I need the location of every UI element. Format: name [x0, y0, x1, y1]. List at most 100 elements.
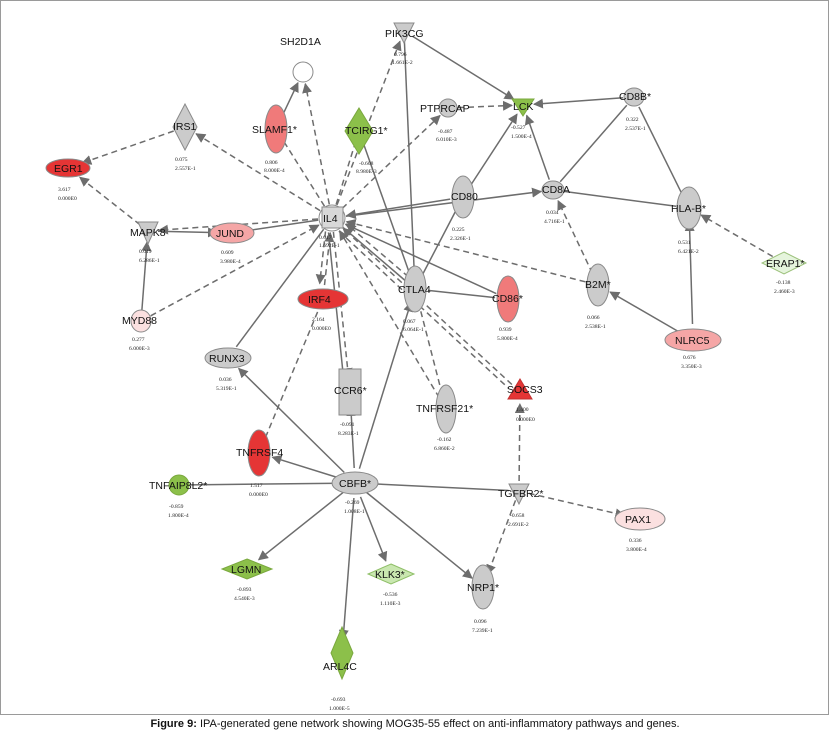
- node-ctla4-fold: 0.067: [403, 319, 416, 325]
- node-lck-fold: -0.527: [511, 125, 526, 131]
- node-tnfaip8l2-label: TNFAIP8L2*: [149, 480, 207, 492]
- node-erap1[interactable]: ERAP1* -0.138 2.460E-3: [760, 251, 808, 295]
- node-myd88-label: MYD88: [122, 315, 157, 327]
- node-tnfrsf21[interactable]: TNFRSF21* -0.162 6.860E-2: [416, 384, 473, 452]
- node-tnfrsf4[interactable]: TNFRSF4 1.517 0.000E0: [236, 429, 283, 498]
- node-tnfaip8l2[interactable]: TNFAIP8L2* -0.859 1.800E-4: [149, 474, 207, 519]
- node-ctla4[interactable]: CTLA4 0.067 6.064E-1: [398, 265, 431, 333]
- node-cbfb-pvalue: 1.008E-1: [344, 509, 365, 515]
- node-cd86-label: CD86*: [492, 293, 523, 305]
- node-socs3[interactable]: SOCS3 1.400 0.000E0: [507, 378, 543, 423]
- node-slamf1-fold: 0.806: [265, 160, 278, 166]
- node-jund-label: JUND: [216, 228, 244, 240]
- node-nlrc5-pvalue: 3.350E-3: [681, 364, 702, 370]
- node-cd86-pvalue: 5.800E-4: [497, 336, 518, 342]
- node-hla-b-label: HLA-B*: [671, 203, 706, 215]
- node-il4-pvalue: 1.692E-1: [319, 243, 340, 249]
- node-nlrc5[interactable]: NLRC5 0.676 3.350E-3: [664, 328, 722, 370]
- node-irf4-label: IRF4: [308, 294, 331, 306]
- node-mapk8[interactable]: MAPK8 0.019 6.286E-1: [130, 221, 166, 264]
- node-cd8a-pvalue: 4.716E-1: [544, 219, 565, 225]
- node-slamf1[interactable]: SLAMF1* 0.806 8.000E-4: [252, 104, 297, 174]
- node-egr1[interactable]: EGR1 3.617 0.000E0: [45, 158, 91, 202]
- node-pax1[interactable]: PAX1 0.336 3.800E-4: [614, 507, 666, 553]
- node-egr1-pvalue: 0.000E0: [58, 196, 77, 202]
- node-egr1-label: EGR1: [54, 163, 83, 175]
- node-tgfbr2[interactable]: TGFBR2* -0.658 2.691E-2: [498, 483, 544, 528]
- nodes-layer: SH2D1A PIK3CG 0.796 1.661E-2 SLAMF1* 0.8…: [45, 22, 808, 712]
- node-ptprcap[interactable]: PTPRCAP -0.487 6.010E-3: [420, 98, 470, 143]
- node-irs1[interactable]: IRS1 0.075 2.557E-1: [172, 102, 198, 172]
- node-pax1-label: PAX1: [625, 514, 651, 526]
- edge-il4-runx3: [235, 228, 325, 348]
- node-tcirg1-label: TCIRG1*: [345, 125, 388, 137]
- edge-cbfb-nrp1: [366, 491, 473, 579]
- node-klk3-fold: -0.536: [383, 592, 398, 598]
- edge-cbfb-klk3: [359, 496, 388, 562]
- node-slamf1-pvalue: 8.000E-4: [264, 168, 285, 174]
- node-cd8b-fold: 0.322: [626, 117, 639, 123]
- node-tnfrsf21-pvalue: 6.860E-2: [434, 446, 455, 452]
- gene-network: SH2D1A PIK3CG 0.796 1.661E-2 SLAMF1* 0.8…: [45, 22, 808, 712]
- node-runx3[interactable]: RUNX3 0.036 5.319E-1: [204, 347, 252, 392]
- node-il4[interactable]: IL4 0.017 1.692E-1: [318, 204, 346, 249]
- edges-layer: [79, 35, 774, 640]
- edge-socs3-il4: [342, 227, 513, 386]
- edge-irf4-tnfrsf4: [263, 311, 319, 442]
- node-cd8a[interactable]: CD8A 0.034 4.716E-1: [541, 180, 570, 225]
- node-socs3-pvalue: 0.000E0: [516, 417, 535, 423]
- node-cd8b-pvalue: 2.537E-1: [625, 126, 646, 132]
- node-pax1-pvalue: 3.800E-4: [626, 547, 647, 553]
- edge-il4-socs3: [338, 230, 510, 389]
- node-ctla4-label: CTLA4: [398, 284, 431, 296]
- node-irs1-fold: 0.075: [175, 157, 188, 163]
- edge-jund-il4: [245, 219, 319, 232]
- edge-cd86-il4: [344, 223, 497, 295]
- node-nrp1[interactable]: NRP1* 0.096 7.239E-1: [467, 564, 499, 634]
- node-irs1-pvalue: 2.557E-1: [175, 166, 196, 172]
- node-cbfb[interactable]: CBFB* -0.269 1.008E-1: [331, 471, 379, 515]
- node-arl4c-fold: -0.693: [331, 697, 346, 703]
- node-cd80[interactable]: CD80 0.225 2.326E-1: [450, 175, 478, 242]
- node-ccr6[interactable]: CCR6* -0.091 8.283E-1: [334, 368, 367, 437]
- edge-cbfb-tnfaip8l2: [189, 482, 341, 486]
- edge-erap1-hlab: [700, 214, 774, 258]
- node-lck-label: LCK: [513, 101, 533, 113]
- node-klk3[interactable]: KLK3* -0.536 1.110E-3: [366, 563, 416, 607]
- node-sh2d1a[interactable]: SH2D1A: [280, 36, 321, 83]
- node-myd88[interactable]: MYD88 0.277 6.000E-3: [122, 309, 157, 352]
- node-irf4[interactable]: IRF4 2.164 0.000E0: [297, 288, 349, 332]
- node-tnfaip8l2-fold: -0.859: [169, 504, 184, 510]
- node-lgmn[interactable]: LGMN -0.893 4.540E-3: [220, 558, 274, 602]
- node-cd86[interactable]: CD86* 0.939 5.800E-4: [492, 275, 523, 342]
- node-jund-pvalue: 3.980E-4: [220, 259, 241, 265]
- node-tgfbr2-label: TGFBR2*: [498, 488, 544, 500]
- node-jund[interactable]: JUND 0.609 3.980E-4: [209, 222, 255, 265]
- node-ptprcap-label: PTPRCAP: [420, 103, 470, 115]
- node-runx3-pvalue: 5.319E-1: [216, 386, 237, 392]
- node-nrp1-fold: 0.096: [474, 619, 487, 625]
- node-tgfbr2-pvalue: 2.691E-2: [508, 522, 529, 528]
- node-arl4c[interactable]: ARL4C -0.693 1.000E-5: [323, 625, 357, 712]
- node-tcirg1[interactable]: TCIRG1* -0.608 8.980E-3: [344, 107, 388, 175]
- edge-il4-ctla4: [342, 226, 406, 282]
- edge-mapk8-jund: [157, 227, 218, 238]
- edge-il4-ptprcap: [341, 114, 441, 209]
- figure-caption: Figure 9: IPA-generated gene network sho…: [0, 718, 830, 730]
- network-frame: SH2D1A PIK3CG 0.796 1.661E-2 SLAMF1* 0.8…: [0, 0, 829, 715]
- edge-ctla4-il4: [345, 223, 409, 278]
- node-pik3cg[interactable]: PIK3CG 0.796 1.661E-2: [385, 22, 424, 66]
- node-lck[interactable]: LCK -0.527 1.500E-4: [511, 98, 535, 140]
- node-cd8b[interactable]: CD8B* 0.322 2.537E-1: [619, 87, 651, 132]
- edge-tnfrsf21-il4: [339, 230, 440, 399]
- node-irf4-pvalue: 0.000E0: [312, 326, 331, 332]
- node-b2m[interactable]: B2M* 0.066 2.538E-1: [585, 263, 611, 330]
- node-lgmn-pvalue: 4.540E-3: [234, 596, 255, 602]
- node-hla-b[interactable]: HLA-B* 0.531 6.421E-2: [671, 186, 706, 255]
- node-ptprcap-fold: -0.487: [438, 129, 453, 135]
- node-lgmn-label: LGMN: [231, 564, 261, 576]
- node-pik3cg-fold: 0.796: [394, 52, 407, 58]
- node-jund-fold: 0.609: [221, 250, 234, 256]
- edge-cbfb-ctla4: [358, 301, 414, 469]
- edge-il4-slamf1: [282, 139, 326, 207]
